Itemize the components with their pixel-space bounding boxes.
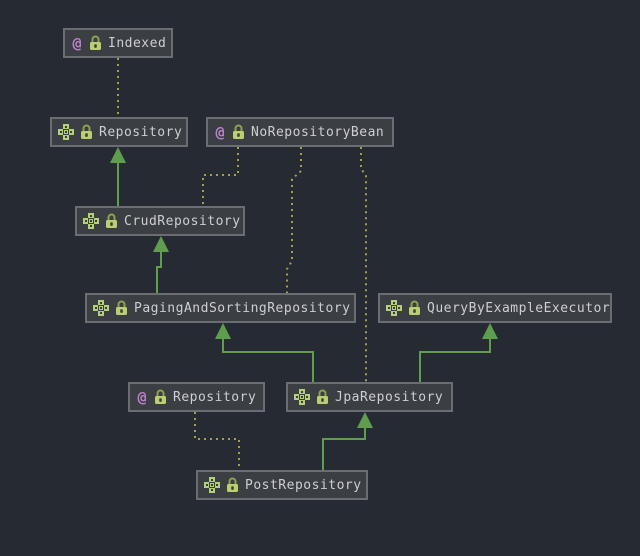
node-label: PostRepository	[245, 477, 362, 493]
node-label: Repository	[173, 389, 257, 405]
annotation-icon: @	[137, 387, 147, 406]
lock-icon	[105, 213, 118, 229]
inheritance-arrowhead	[357, 412, 373, 428]
class-node-query-by-example-executor[interactable]: QueryByExampleExecutor	[378, 293, 612, 323]
class-node-no-repository-bean[interactable]: @ NoRepositoryBean	[206, 117, 394, 147]
node-label: NoRepositoryBean	[251, 124, 385, 140]
edge-no-repository-bean-annotates-jpa-repository	[360, 147, 367, 382]
edge-jpa-repository-extends-paging-and-sorting-repository	[222, 336, 314, 382]
lock-icon	[154, 389, 167, 405]
edge-no-repository-bean-annotates-crud-repository	[202, 147, 239, 206]
annotation-icon: @	[72, 33, 82, 52]
inheritance-arrowhead	[482, 323, 498, 339]
interface-icon	[58, 124, 74, 140]
class-node-indexed[interactable]: @ Indexed	[63, 28, 173, 58]
node-label: JpaRepository	[335, 389, 444, 405]
class-node-post-repository[interactable]: PostRepository	[196, 470, 368, 500]
class-node-crud-repository[interactable]: CrudRepository	[75, 206, 245, 236]
class-node-repository-interface[interactable]: Repository	[50, 117, 188, 147]
lock-icon	[80, 124, 93, 140]
inheritance-arrowhead	[153, 236, 169, 252]
interface-icon	[386, 300, 402, 316]
class-node-jpa-repository[interactable]: JpaRepository	[286, 382, 453, 412]
lock-icon	[232, 124, 245, 140]
inheritance-arrowhead	[110, 147, 126, 163]
lock-icon	[89, 35, 102, 51]
class-node-repository-annotation[interactable]: @ Repository	[128, 382, 265, 412]
edge-no-repository-bean-annotates-paging-and-sorting-repository	[286, 147, 302, 293]
edge-post-repository-extends-jpa-repository	[322, 425, 366, 470]
node-label: QueryByExampleExecutor	[427, 300, 611, 316]
lock-icon	[226, 477, 239, 493]
interface-icon	[204, 477, 220, 493]
node-label: CrudRepository	[124, 213, 241, 229]
edge-repository-annotation-annotates-post-repository	[194, 412, 240, 470]
edge-jpa-repository-extends-query-by-example-executor	[419, 336, 491, 382]
lock-icon	[408, 300, 421, 316]
node-label: Indexed	[108, 35, 167, 51]
lock-icon	[115, 300, 128, 316]
inheritance-arrowhead	[215, 323, 231, 339]
node-label: PagingAndSortingRepository	[134, 300, 351, 316]
node-label: Repository	[99, 124, 183, 140]
edge-paging-and-sorting-repository-extends-crud-repository	[156, 249, 162, 293]
interface-icon	[83, 213, 99, 229]
interface-icon	[93, 300, 109, 316]
interface-icon	[294, 389, 310, 405]
class-node-paging-and-sorting-repository[interactable]: PagingAndSortingRepository	[85, 293, 356, 323]
annotation-icon: @	[215, 122, 225, 141]
lock-icon	[316, 389, 329, 405]
